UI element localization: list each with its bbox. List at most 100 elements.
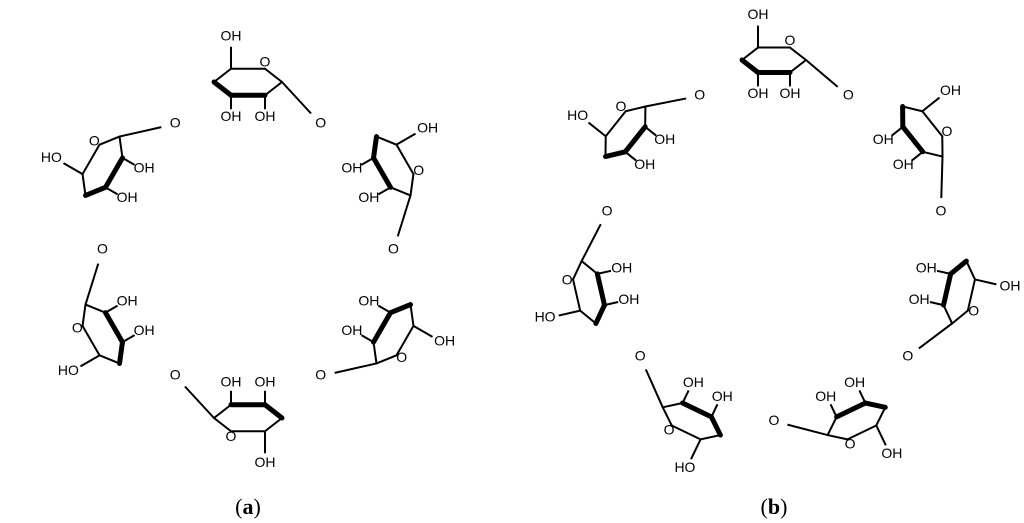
panel-a-label: (a): [235, 494, 261, 519]
ring-bond: [572, 260, 583, 281]
ring-bond: [965, 260, 976, 281]
hydroxyl-group: OH: [683, 374, 704, 390]
hydroxyl-group: OH: [748, 6, 769, 22]
ring-bond: [264, 417, 283, 433]
ring-bond: [81, 143, 101, 176]
hydroxyl-group: OH: [611, 260, 632, 276]
bridging-oxygen: O: [170, 367, 181, 383]
hydroxyl-group: OH: [221, 373, 242, 389]
panel-b-label: (b): [761, 494, 788, 519]
wedge-bond: [900, 124, 926, 155]
wedge-bond: [834, 400, 868, 420]
bridging-oxygen: O: [694, 86, 705, 102]
hydroxyl-group: OH: [134, 322, 155, 338]
ring-bond: [98, 354, 121, 365]
oh-bond: [710, 403, 719, 418]
glycosidic-bond: [184, 385, 215, 419]
glycosidic-bond: [334, 362, 377, 374]
glycosidic-bond: [119, 126, 162, 138]
wedge-bond: [739, 57, 761, 75]
glycosidic-bond: [940, 156, 944, 199]
glycosidic-bond: [644, 368, 664, 408]
wedge-bond: [371, 155, 394, 190]
oh-bond: [360, 334, 375, 343]
glycosidic-bond: [918, 322, 953, 350]
hydroxyl-group: OH: [117, 292, 138, 308]
hydroxyl-group: OH: [221, 108, 242, 124]
wedge-bond: [622, 124, 648, 155]
ring-bond: [389, 186, 412, 197]
ring-bond: [875, 406, 887, 427]
ch2oh-bond: [79, 354, 101, 368]
ring-bond: [118, 135, 124, 159]
ring-bond: [921, 150, 944, 158]
hydroxyl-group: OH: [341, 160, 362, 176]
ring-bond: [81, 173, 87, 197]
ring-bond: [372, 341, 378, 365]
ch2oh-bond: [558, 309, 581, 317]
ring-bond: [901, 105, 924, 113]
ch2oh-bond: [395, 132, 417, 146]
ring-bond: [826, 415, 838, 437]
ch2oh-bond: [875, 425, 887, 446]
hydroxyl-group: HO: [674, 459, 695, 475]
ring-bond: [789, 46, 807, 61]
bridging-oxygen: O: [635, 347, 646, 363]
ring-bond: [579, 309, 597, 325]
ring-bond: [409, 303, 415, 327]
ring-oxygen: O: [616, 98, 627, 114]
ring-oxygen: O: [562, 271, 573, 287]
hydroxyl-group: OH: [618, 291, 639, 307]
wedge-bond: [211, 79, 234, 98]
glycosidic-bond: [645, 97, 687, 108]
wedge-bond: [83, 184, 108, 198]
ring-oxygen: O: [845, 435, 856, 451]
ring-bond: [572, 278, 582, 312]
bridging-oxygen: O: [315, 367, 326, 383]
hydroxyl-group: OH: [780, 85, 801, 101]
bridging-oxygen: O: [315, 115, 326, 131]
wedge-bond: [371, 310, 394, 345]
hydroxyl-group: HO: [58, 362, 79, 378]
ring-oxygen: O: [396, 349, 407, 365]
ring-bond: [264, 81, 283, 97]
hydroxyl-group: OH: [358, 292, 379, 308]
oh-bond: [891, 126, 904, 137]
ch2oh-bond: [412, 325, 434, 338]
ring-oxygen: O: [226, 428, 237, 444]
oh-bond: [377, 186, 392, 196]
ch2oh-bond: [974, 278, 997, 286]
hydroxyl-group: OH: [358, 189, 379, 205]
hydroxyl-group: OH: [255, 373, 276, 389]
hydroxyl-group: OH: [940, 82, 961, 98]
oh-bond: [936, 269, 951, 275]
ring-bond: [846, 424, 878, 441]
hydroxyl-group: OH: [748, 85, 769, 101]
ring-bond: [84, 303, 107, 314]
bridging-oxygen: O: [97, 241, 108, 257]
hydroxyl-group: OH: [712, 388, 733, 404]
ring-oxygen: O: [785, 32, 796, 48]
ring-bond: [604, 110, 627, 138]
ring-bond: [966, 278, 976, 312]
ring-bond: [213, 403, 232, 419]
hydroxyl-group: OH: [417, 119, 438, 135]
ring-oxygen: O: [968, 303, 979, 319]
bridging-oxygen: O: [843, 86, 854, 102]
hydroxyl-group: OH: [434, 333, 455, 349]
hydroxyl-group: OH: [255, 108, 276, 124]
hydroxyl-group: HO: [535, 308, 556, 324]
wedge-bond: [680, 400, 714, 420]
ring-bond: [375, 135, 398, 146]
wedge-bond: [948, 258, 969, 277]
hydroxyl-group: OH: [634, 156, 655, 172]
ring-bond: [409, 173, 415, 197]
oh-bond: [121, 334, 136, 343]
